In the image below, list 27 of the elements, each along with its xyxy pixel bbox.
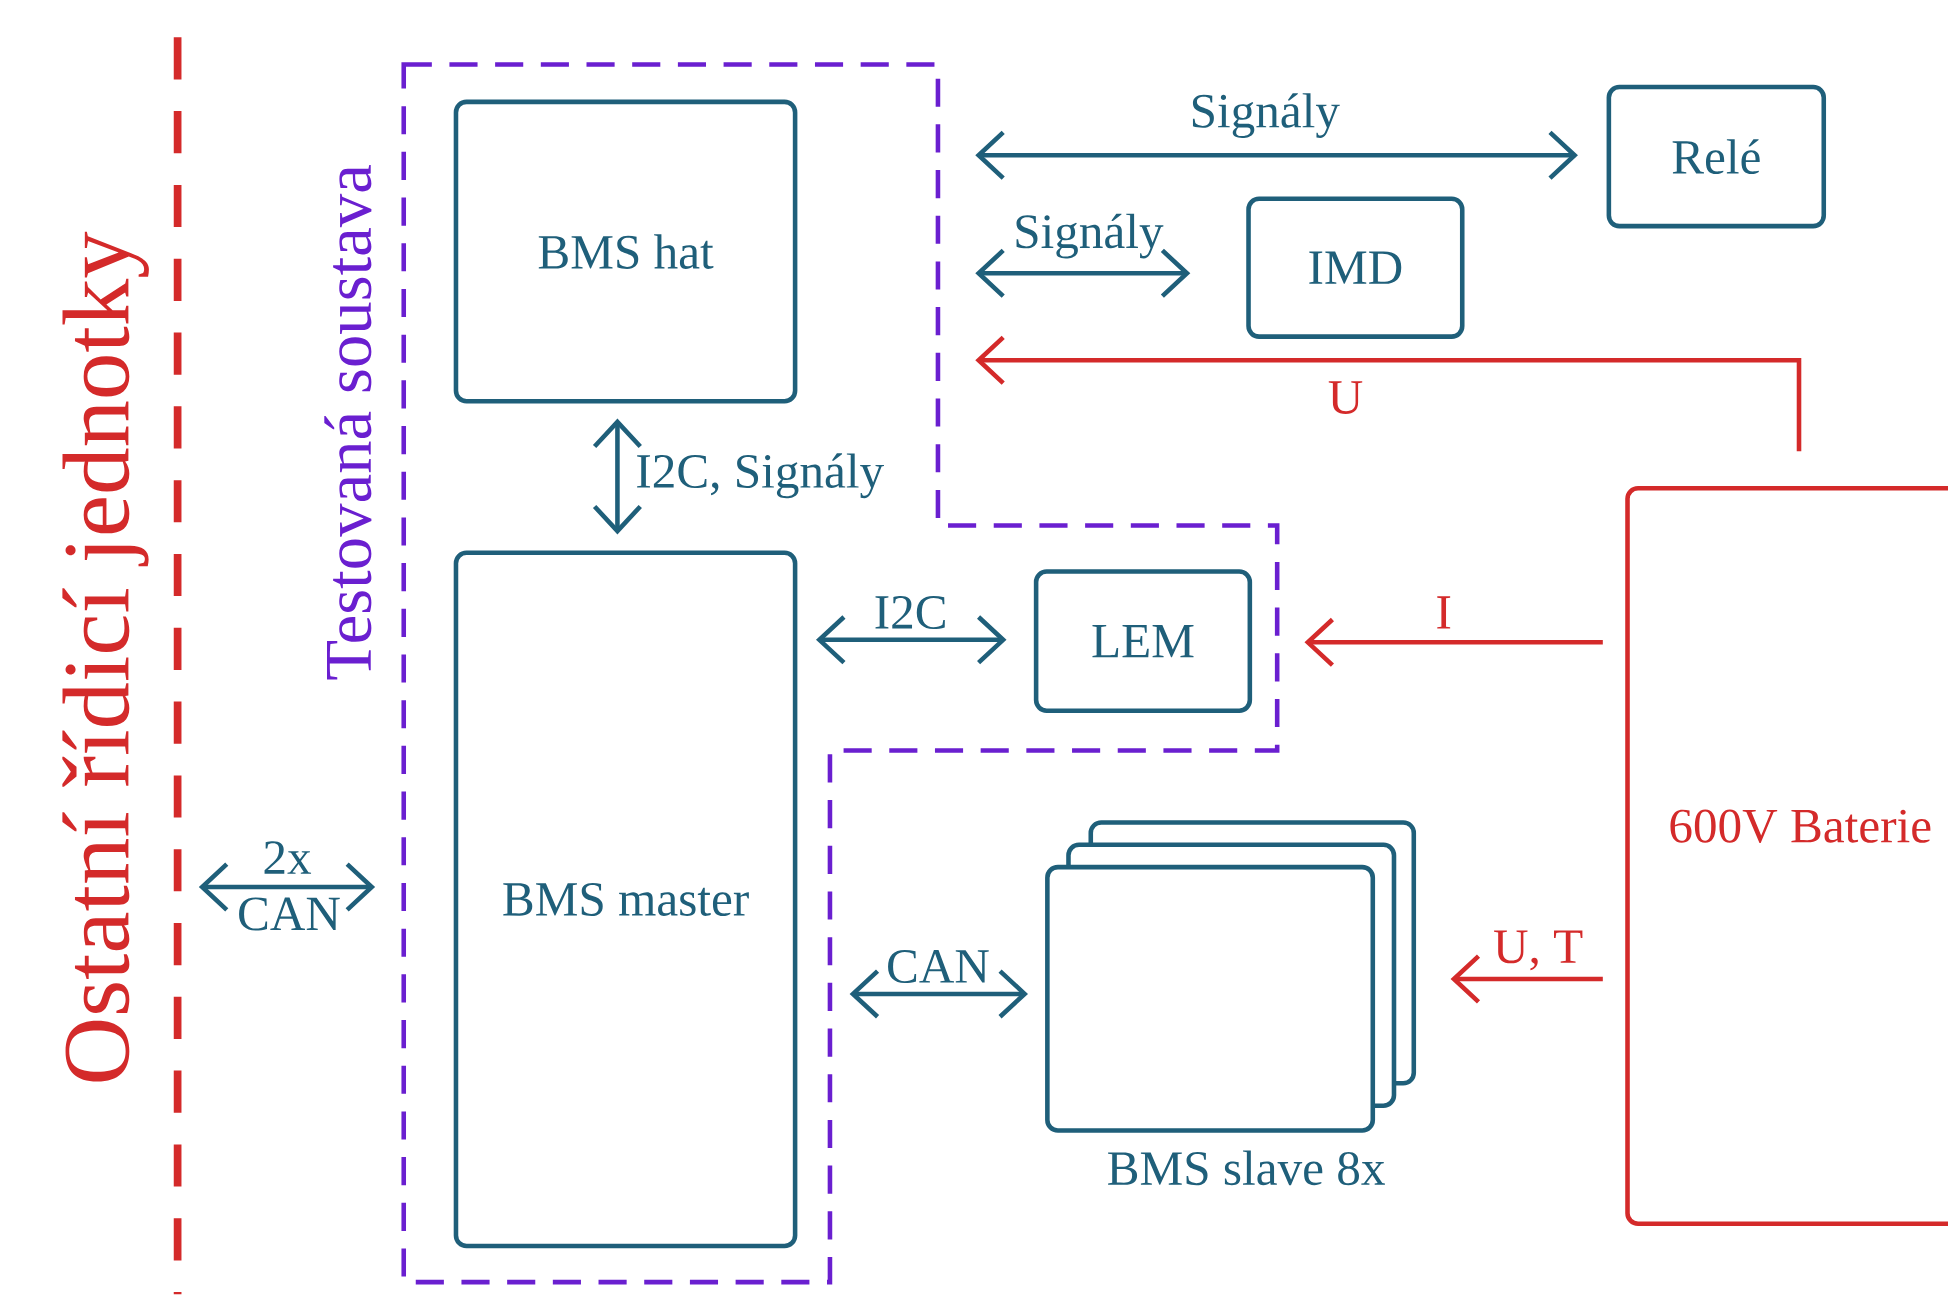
edge-label: Signály bbox=[1192, 93, 1340, 139]
battery-box: 600V Baterie bbox=[1625, 486, 1948, 1227]
arrow bbox=[198, 862, 376, 912]
arrow bbox=[592, 418, 642, 535]
arrow bbox=[1450, 954, 1603, 1004]
edge-label: I2C, Signály bbox=[637, 453, 884, 499]
module-box: BMS master bbox=[453, 550, 798, 1249]
arrow bbox=[1304, 618, 1603, 668]
board-stack: BMS slave 8x bbox=[1045, 820, 1417, 1186]
arrow bbox=[816, 615, 1007, 665]
module-box: BMS hat bbox=[453, 99, 798, 404]
edge-label: Signály bbox=[1016, 213, 1164, 259]
sensor-box: LEM bbox=[1033, 569, 1253, 714]
edge-label: 2x CAN bbox=[239, 841, 340, 931]
arrow bbox=[975, 336, 1802, 452]
edge-label: I bbox=[1437, 596, 1451, 629]
edge-label: I2C bbox=[875, 596, 945, 630]
edge-label: U, T bbox=[1494, 930, 1583, 971]
arrow bbox=[975, 130, 1578, 180]
arrow bbox=[975, 249, 1191, 299]
relay-box: Relé bbox=[1606, 84, 1827, 229]
edge-label: CAN bbox=[888, 950, 989, 984]
arrow bbox=[849, 969, 1028, 1019]
node-label: BMS slave 8x bbox=[1108, 1150, 1385, 1186]
node-label: Testovaná soustava bbox=[324, 165, 372, 680]
module-box: IMD bbox=[1246, 196, 1465, 340]
edge-label: U bbox=[1328, 381, 1363, 415]
